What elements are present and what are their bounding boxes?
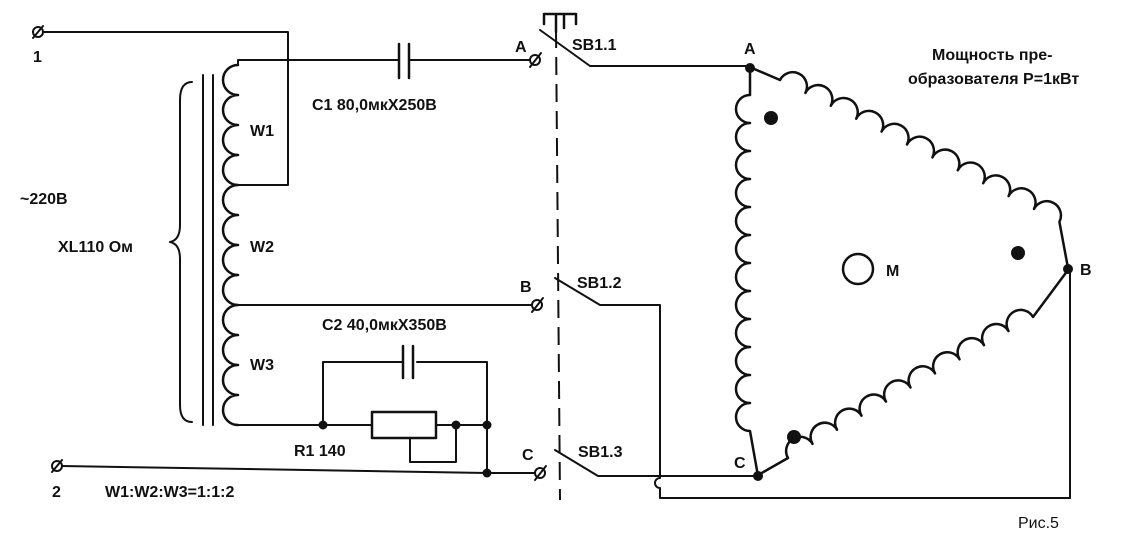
reactance-brace bbox=[169, 81, 193, 423]
power-note-line2: образователя P=1кВт bbox=[908, 71, 1079, 88]
power-note-line1: Мощность пре- bbox=[932, 47, 1053, 64]
winding-w3-label: W3 bbox=[250, 357, 274, 374]
capacitor-c1 bbox=[397, 42, 411, 80]
terminal-1-label: 1 bbox=[33, 49, 42, 66]
resistor-r1-wiper bbox=[409, 424, 488, 463]
c1-label: C1 80,0мкХ250В bbox=[312, 97, 437, 114]
winding-ratio-label: W1:W2:W3=1:1:2 bbox=[105, 484, 234, 501]
motor-node-c-label: C bbox=[734, 455, 746, 472]
wire-terminal-2 bbox=[61, 465, 536, 474]
switch-terminal-c bbox=[534, 465, 547, 481]
switch-terminal-b bbox=[531, 297, 544, 313]
terminal-2 bbox=[51, 459, 63, 473]
wire-w1-top-to-c1 bbox=[237, 59, 399, 66]
terminal-1 bbox=[32, 25, 44, 39]
motor-node-b bbox=[1063, 264, 1073, 274]
motor-winding-ac bbox=[734, 68, 760, 478]
figure-caption: Рис.5 bbox=[1018, 515, 1059, 532]
switch-sb1-3-label: SB1.3 bbox=[578, 444, 623, 461]
junction-dot bbox=[451, 420, 461, 430]
winding-start-dot bbox=[1011, 246, 1025, 260]
switch-sb1-2-label: SB1.2 bbox=[577, 275, 622, 292]
capacitor-c2 bbox=[401, 344, 415, 380]
wire-terminal-1 bbox=[42, 31, 289, 186]
transformer-coil bbox=[221, 63, 240, 427]
switch-sb1-3-blade bbox=[554, 449, 759, 477]
switch-b-letter: B bbox=[520, 279, 532, 296]
junction-dot bbox=[318, 420, 328, 430]
switch-c-letter: C bbox=[522, 447, 534, 464]
resistor-r1 bbox=[370, 410, 438, 440]
motor-rotor-symbol bbox=[841, 252, 875, 286]
switch-sb1-1-label: SB1.1 bbox=[572, 37, 617, 54]
winding-start-dot bbox=[764, 111, 778, 125]
switch-linkage bbox=[555, 29, 561, 501]
motor-node-a bbox=[745, 63, 755, 73]
r1-label: R1 140 bbox=[294, 443, 346, 460]
c2-label: C2 40,0мкХ350В bbox=[322, 317, 447, 334]
winding-w2-label: W2 bbox=[250, 239, 274, 256]
motor-node-b-label: B bbox=[1080, 262, 1092, 279]
terminal-2-label: 2 bbox=[52, 484, 61, 501]
motor-node-a-label: A bbox=[744, 41, 756, 58]
motor-winding-ab bbox=[750, 66, 1070, 270]
switch-a-letter: A bbox=[515, 39, 527, 56]
supply-voltage-label: ~220В bbox=[20, 191, 68, 208]
reactance-label: XL110 Ом bbox=[58, 239, 133, 256]
pushbutton-cap bbox=[542, 12, 578, 34]
motor-label: M bbox=[886, 263, 899, 280]
switch-terminal-a bbox=[529, 52, 542, 68]
winding-start-dot bbox=[787, 430, 801, 444]
junction-dot bbox=[482, 420, 492, 430]
motor-winding-cb bbox=[758, 268, 1070, 476]
wire-c2-loop bbox=[322, 361, 488, 474]
motor-node-c bbox=[753, 471, 763, 481]
winding-w1-label: W1 bbox=[250, 123, 274, 140]
switch-sb1-2-blade bbox=[554, 269, 1071, 499]
